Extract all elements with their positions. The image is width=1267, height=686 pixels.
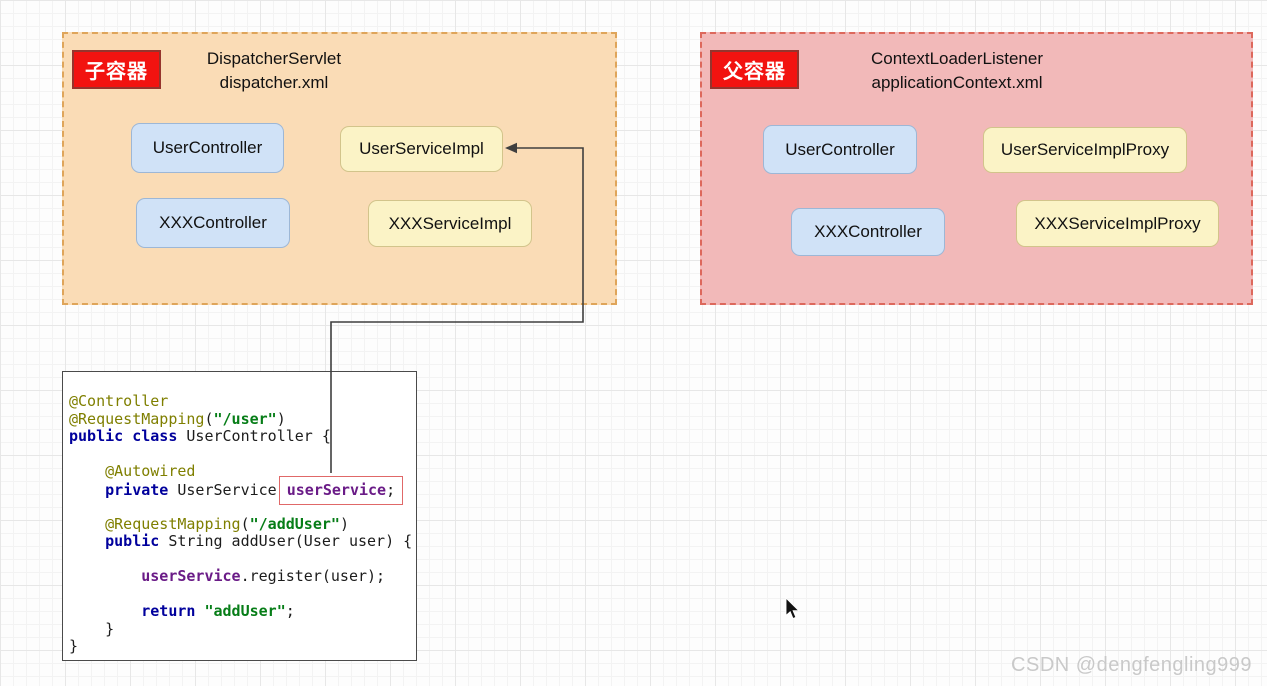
code-token: @RequestMapping [69,409,205,428]
code-line [69,551,412,569]
bean-usercontroller-child: UserController [131,123,284,173]
bean-userserviceimpl-child: UserServiceImpl [340,126,503,172]
bean-xxxcontroller-child: XXXController [136,198,290,248]
bean-xxxcontroller-parent: XXXController [791,208,945,256]
parent-container-title-line2: applicationContext.xml [871,73,1043,92]
code-line: @RequestMapping("/user") [69,409,412,429]
code-token: private [69,480,178,499]
code-line [69,446,412,464]
child-container-badge: 子容器 [72,50,161,89]
code-token: .register(user); [240,567,386,585]
child-container-title-line2: dispatcher.xml [219,73,329,92]
code-token: ( [240,514,250,533]
code-line: } [69,637,412,656]
code-token: ( [204,409,214,428]
code-token: ; [386,480,396,499]
code-line: userService.register(user); [69,567,412,586]
code-token: userService [69,567,241,585]
code-line: return "addUser"; [69,602,412,621]
child-container-title: DispatcherServlet dispatcher.xml [114,47,434,95]
code-line: @Controller [69,392,412,411]
code-token: UserService [177,480,286,499]
code-token: UserController { [186,427,331,445]
code-line: public class UserController { [69,427,412,446]
code-token: ; [285,602,295,620]
child-container: 子容器 DispatcherServlet dispatcher.xml Use… [62,32,617,305]
code-token: ) [276,409,286,428]
code-token: "/addUser" [249,514,340,533]
code-token: public class [69,427,187,445]
code-panel: @Controller@RequestMapping("/user")publi… [62,371,417,661]
child-container-title-line1: DispatcherServlet [206,49,342,68]
code-token: "addUser" [204,602,286,620]
bean-xxxserviceimplproxy-parent: XXXServiceImplProxy [1016,200,1219,247]
userservice-highlight-box: userService; [278,475,404,505]
code-token: } [69,619,115,638]
code-token: String addUser(User user) { [168,532,413,550]
code-line: private UserService userService; [69,475,412,505]
code-token: } [69,637,79,655]
bean-userserviceimplproxy-parent: UserServiceImplProxy [983,127,1187,173]
parent-container-title-line1: ContextLoaderListener [870,49,1043,68]
code-token: @RequestMapping [69,514,241,533]
code-token: @Autowired [69,462,196,480]
code-line: public String addUser(User user) { [69,532,413,551]
parent-container-badge: 父容器 [710,50,799,89]
code-line: } [69,619,412,639]
code-line [69,586,412,604]
code-line: @Autowired [69,462,412,481]
code-token: "/user" [213,409,277,428]
bean-usercontroller-parent: UserController [763,125,917,174]
bean-xxxserviceimpl-child: XXXServiceImpl [368,200,532,247]
parent-container-title: ContextLoaderListener applicationContext… [797,47,1117,95]
code-token: ) [339,514,349,533]
code-line: @RequestMapping("/addUser") [69,514,412,534]
code-token: @Controller [69,392,169,410]
code-token: userService [286,480,387,499]
code-token: return [69,602,205,620]
csdn-watermark: CSDN @dengfengling999 [1011,654,1252,676]
code-token: public [69,532,169,550]
parent-container: 父容器 ContextLoaderListener applicationCon… [700,32,1253,305]
